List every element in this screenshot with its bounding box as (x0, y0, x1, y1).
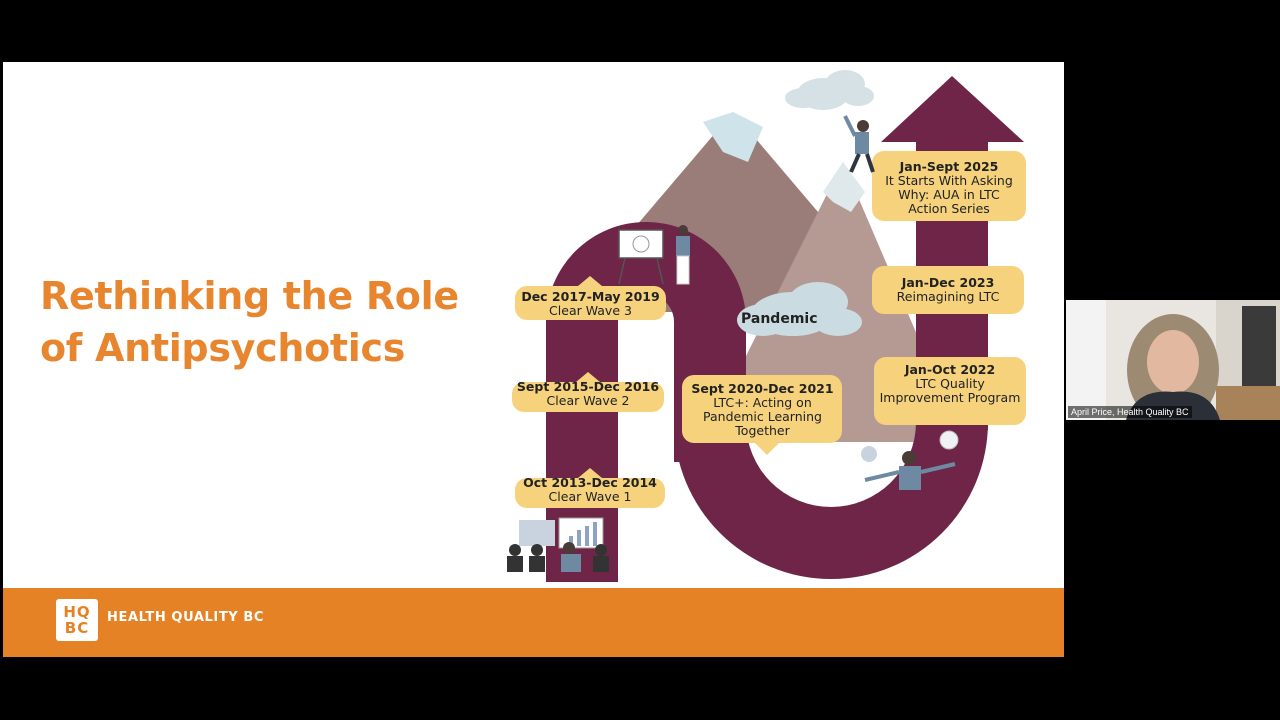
person-climbing-icon (843, 115, 875, 173)
timeline-illustration (507, 70, 1026, 582)
participant-video-tile[interactable]: April Price, Health Quality BC (1066, 300, 1280, 420)
path-lower-u (674, 362, 988, 579)
milestone-ltc-qip: Jan-Oct 2022 LTC Quality Improvement Pro… (879, 363, 1021, 405)
milestone-description: Clear Wave 3 (549, 303, 632, 318)
milestone-reimagining-ltc: Jan-Dec 2023 Reimagining LTC (872, 276, 1024, 304)
milestone-wave-1: Oct 2013-Dec 2014 Clear Wave 1 (515, 476, 665, 504)
slide-footer: HQ BC HEALTH QUALITY BC (3, 588, 1064, 657)
presenter-with-easel-icon (618, 225, 690, 285)
milestone-date: Sept 2020-Dec 2021 (691, 381, 834, 396)
milestone-description: Clear Wave 1 (548, 489, 632, 504)
participant-name-label: April Price, Health Quality BC (1068, 406, 1192, 418)
presentation-slide: Rethinking the Role of Antipsychotics Pa… (3, 62, 1064, 657)
milestone-description: Reimagining LTC (896, 289, 1000, 304)
milestone-description: LTC+: Acting on Pandemic Learning Togeth… (703, 395, 822, 438)
slide-title: Rethinking the Role of Antipsychotics (40, 274, 459, 370)
cloud-pandemic (737, 282, 862, 336)
cloud-top (785, 70, 874, 110)
milestone-date: Dec 2017-May 2019 (521, 289, 660, 304)
pandemic-label: Pandemic (741, 311, 818, 327)
milestone-bubbles (512, 151, 1026, 508)
participant-video-feed (1066, 300, 1280, 420)
org-name: HEALTH QUALITY BC (107, 610, 265, 625)
milestone-wave-2: Sept 2015-Dec 2016 Clear Wave 2 (512, 380, 664, 408)
milestone-date: Oct 2013-Dec 2014 (523, 475, 657, 490)
milestone-date: Jan-Sept 2025 (899, 159, 999, 174)
milestone-description: It Starts With Asking Why: AUA in LTC Ac… (885, 173, 1013, 216)
milestone-date: Jan-Oct 2022 (904, 362, 996, 377)
logo-mark-line1: HQ (63, 603, 91, 621)
milestone-wave-3: Dec 2017-May 2019 Clear Wave 3 (515, 290, 666, 318)
milestone-description: LTC Quality Improvement Program (879, 376, 1021, 405)
milestone-date: Sept 2015-Dec 2016 (516, 379, 660, 394)
milestone-description: Clear Wave 2 (546, 393, 630, 408)
mountain-left-snow (703, 112, 763, 162)
milestone-ltc-plus: Sept 2020-Dec 2021 LTC+: Acting on Pande… (685, 382, 840, 438)
person-with-lightbulbs-icon (861, 430, 959, 490)
mountain-right-snow (823, 162, 865, 212)
audience-with-charts-icon (507, 517, 609, 572)
milestone-aua-series: Jan-Sept 2025 It Starts With Asking Why:… (879, 160, 1019, 216)
path-arrow-head (881, 76, 1024, 142)
logo-mark-line2: BC (64, 619, 90, 637)
milestone-date: Jan-Dec 2023 (901, 275, 995, 290)
hqbc-logo: HQ BC (56, 599, 98, 641)
